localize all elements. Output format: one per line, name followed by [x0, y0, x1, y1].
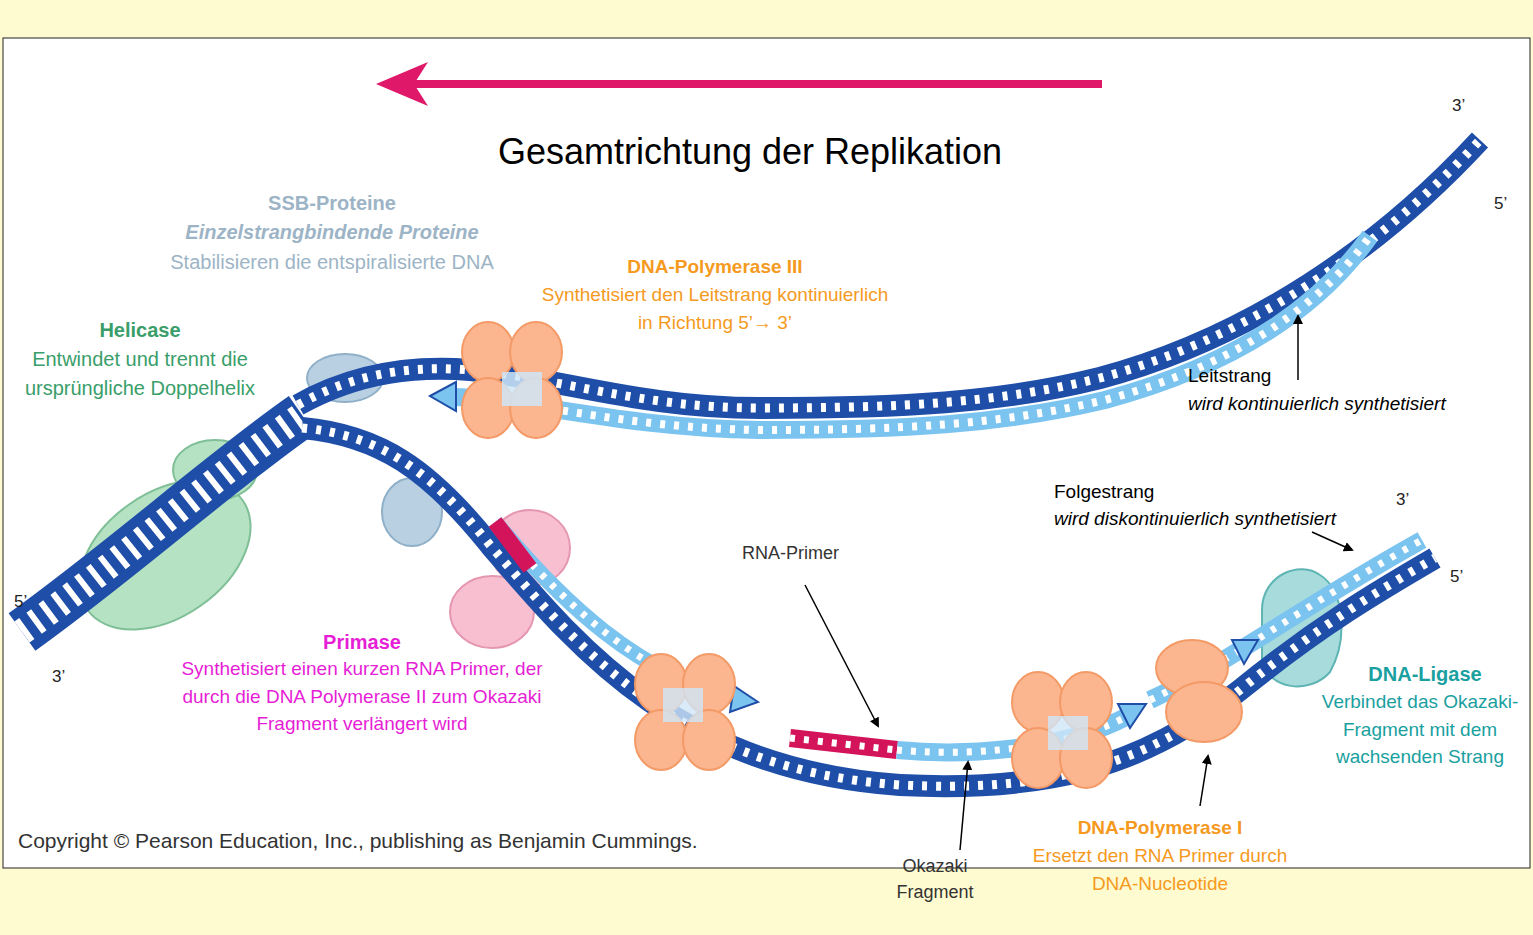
template-strand [298, 140, 1480, 408]
enzyme-description: Synthetisiert einen kurzen RNA Primer, d… [172, 655, 552, 738]
enzyme-name: Helicase [5, 316, 275, 345]
rna-primer [495, 522, 530, 568]
polymerase-complex [462, 322, 562, 438]
enzyme-description: Synthetisiert den Leitstrang kontinuierl… [535, 281, 895, 336]
strand-end: 5’ [1450, 565, 1480, 590]
part-label: Okazaki Fragment [885, 853, 985, 905]
base-pairs [22, 415, 302, 632]
strand-end: 5’ [14, 590, 44, 615]
leading-strand-head [430, 382, 456, 411]
enzyme-name: DNA-Ligase [1325, 660, 1525, 689]
strand-end: 3’ [52, 665, 82, 690]
diagram-title: Gesamtrichtung der Replikation [400, 130, 1100, 173]
leader-line [1297, 316, 1299, 380]
direction-arrow-line [410, 80, 1102, 88]
bases [790, 738, 897, 750]
enzyme-description: Entwindet und trennt die ursprüngliche D… [5, 345, 275, 403]
fragment-head [1118, 704, 1146, 728]
strand-end: 3’ [1452, 94, 1482, 119]
enzyme-description: Ersetzt den RNA Primer durch DNA-Nucleot… [1010, 842, 1310, 897]
leader-line [960, 762, 968, 850]
polymerase-complex [635, 654, 735, 770]
direction-arrow-head [376, 62, 428, 106]
strand-description: wird diskontinuierlich synthetisiert [1054, 505, 1394, 533]
bases [298, 140, 1480, 408]
leader-line [1312, 532, 1352, 550]
enzyme-name: Primase [172, 628, 552, 657]
white-panel [3, 38, 1530, 868]
protein-subtitle: Einzelstrangbindende Proteine [122, 218, 542, 247]
enzyme-description: Verbindet das Okazaki-Fragment mit dem w… [1313, 688, 1528, 771]
polymerase-complex [1012, 672, 1112, 788]
leader-line [805, 585, 878, 726]
protein-name: SSB-Proteine [122, 189, 542, 218]
template-strand [302, 428, 1435, 786]
protein-description: Stabilisieren die entspiralisierte DNA [122, 248, 542, 277]
part-label: RNA-Primer [742, 540, 872, 566]
strand-end: 3’ [1396, 488, 1426, 513]
fragment-head [1232, 640, 1258, 664]
polymerase-one [1156, 640, 1242, 742]
enzyme-name: DNA-Polymerase I [1000, 814, 1320, 842]
bases [302, 428, 1435, 786]
enzyme-name: DNA-Polymerase III [525, 253, 905, 281]
strand-name: Leitstrang [1188, 362, 1308, 390]
leader-line [1200, 756, 1208, 806]
strand-end: 5’ [1494, 192, 1524, 217]
strand-name: Folgestrang [1054, 478, 1194, 506]
strand-description: wird kontinuierlich synthetisiert [1188, 390, 1518, 418]
parental-dna [22, 415, 302, 632]
copyright-notice: Copyright © Pearson Education, Inc., pub… [18, 826, 878, 856]
rna-primer [790, 738, 897, 750]
